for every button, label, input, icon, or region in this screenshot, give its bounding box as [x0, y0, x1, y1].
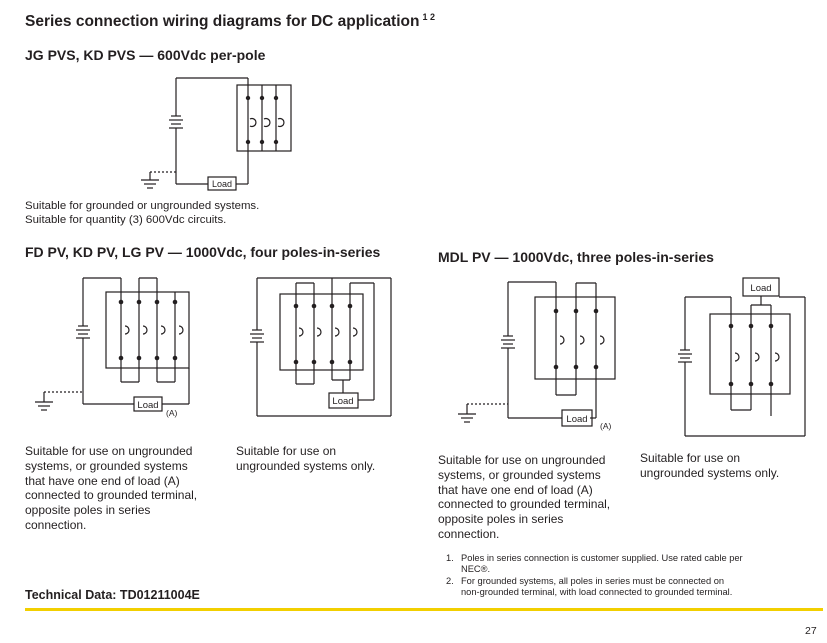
mdl-left-caption-line: connected to grounded terminal, — [438, 497, 611, 512]
footnote-line: For grounded systems, all poles in serie… — [461, 575, 725, 586]
footnotes: 1. Poles in series connection is custome… — [446, 553, 816, 598]
load-label-mdl-right: Load — [750, 283, 771, 294]
heading-jg-kd-pvs: JG PVS, KD PVS — 600Vdc per-pole — [25, 47, 266, 63]
mdl-left-caption-line: that have one end of load (A) — [438, 482, 593, 497]
mdl-left-caption-line: systems, or grounded systems — [438, 467, 601, 482]
fd-left-caption-line: systems, or grounded systems — [25, 458, 188, 473]
fd-left-caption-line: that have one end of load (A) — [25, 473, 180, 488]
jg-suitability-text: Suitable for grounded or ungrounded syst… — [25, 199, 259, 228]
technical-data-id: Technical Data: TD01211004E — [25, 588, 200, 602]
diagram-fd-pv-grounded: Load (A) — [35, 277, 190, 418]
title-footnote-refs: 1 2 — [422, 12, 435, 22]
mdl-right-caption: Suitable for use on ungrounded systems o… — [640, 451, 820, 481]
load-label-mdl-left: Load — [566, 414, 587, 425]
fd-right-caption-line: ungrounded systems only. — [236, 458, 376, 473]
fd-left-caption-line: connected to grounded terminal, — [25, 488, 198, 503]
page-title: Series connection wiring diagrams for DC… — [25, 12, 435, 31]
mdl-left-caption: Suitable for use on ungrounded systems, … — [438, 453, 643, 542]
title-text: Series connection wiring diagrams for DC… — [25, 13, 420, 30]
heading-fd-kd-lg-pv: FD PV, KD PV, LG PV — 1000Vdc, four pole… — [25, 244, 381, 260]
fd-left-caption-line: opposite poles in series — [25, 503, 151, 518]
load-a-label-mdl: (A) — [600, 421, 612, 431]
diagram-mdl-pv-grounded: Load (A) — [458, 281, 616, 431]
fd-right-caption: Suitable for use on ungrounded systems o… — [236, 444, 426, 474]
fd-left-caption-line: connection. — [25, 517, 87, 532]
footnote-number: 2. — [446, 575, 454, 586]
diagram-fd-pv-ungrounded: Load — [250, 277, 392, 417]
load-label-fd-right: Load — [332, 396, 353, 407]
footer-accent-rule — [25, 608, 823, 611]
heading-mdl-pv: MDL PV — 1000Vdc, three poles-in-series — [438, 249, 714, 265]
jg-text-line-1: Suitable for grounded or ungrounded syst… — [25, 200, 260, 212]
load-label-jg: Load — [212, 179, 232, 189]
footnote-item: 1. Poles in series connection is custome… — [446, 553, 816, 576]
mdl-right-caption-line: Suitable for use on — [640, 451, 741, 465]
diagram-jg-pvs: Load — [141, 77, 292, 191]
mdl-right-caption-line: ungrounded systems only. — [640, 465, 780, 480]
footnote-line: NEC®. — [461, 564, 491, 575]
page-number: 27 — [805, 625, 817, 637]
fd-left-caption-line: Suitable for use on ungrounded — [25, 444, 193, 458]
mdl-left-caption-line: Suitable for use on ungrounded — [438, 453, 606, 467]
footnote-line: Poles in series connection is customer s… — [461, 553, 743, 563]
footnote-number: 1. — [446, 553, 454, 563]
footnote-item: 2. For grounded systems, all poles in se… — [446, 576, 816, 599]
load-label-fd-left: Load — [137, 400, 158, 411]
load-a-label-fd: (A) — [166, 408, 178, 418]
fd-right-caption-line: Suitable for use on — [236, 444, 337, 458]
mdl-left-caption-line: opposite poles in series — [438, 512, 564, 527]
fd-left-caption: Suitable for use on ungrounded systems, … — [25, 444, 235, 533]
jg-text-line-2: Suitable for quantity (3) 600Vdc circuit… — [25, 214, 227, 227]
diagram-mdl-pv-ungrounded: Load — [678, 277, 806, 437]
footnote-line: non-grounded terminal, with load connect… — [461, 586, 733, 597]
mdl-left-caption-line: connection. — [438, 526, 500, 541]
